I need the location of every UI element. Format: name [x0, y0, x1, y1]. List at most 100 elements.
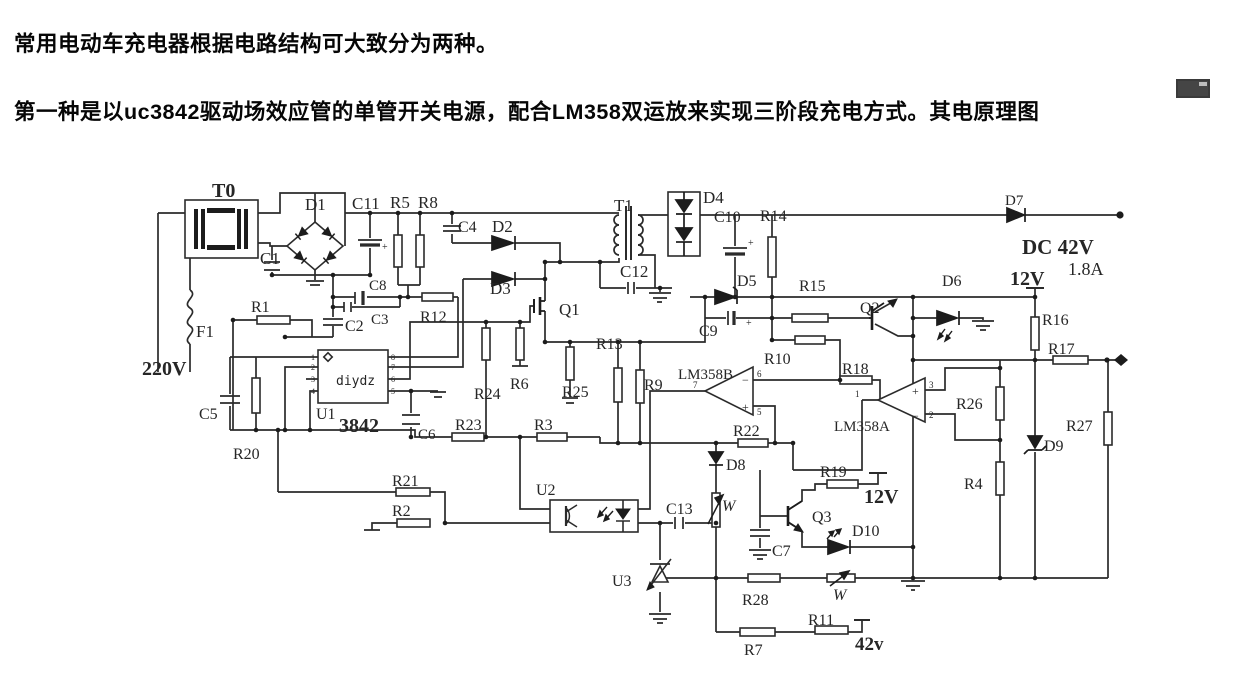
component-label-c2: C2	[345, 318, 364, 335]
component-label-12v: 12V	[1010, 268, 1045, 290]
component-label-r19: R19	[820, 464, 847, 481]
component-label-r12: R12	[420, 309, 447, 326]
component-label-c8: C8	[369, 278, 387, 294]
component-label-d7: D7	[1005, 193, 1024, 209]
component-label-4: 4	[311, 387, 315, 396]
fuse-f1	[186, 289, 194, 345]
component-label-r18: R18	[842, 361, 869, 378]
component-label-7: 7	[693, 380, 698, 390]
component-label-d5: D5	[737, 273, 757, 290]
component-label-d6: D6	[942, 273, 962, 290]
component-label-c4: C4	[458, 219, 477, 236]
component-label-6: 6	[757, 369, 762, 379]
transformer-t1	[613, 206, 644, 260]
component-label-r11: R11	[808, 612, 834, 629]
component-label-r13: R13	[596, 336, 623, 353]
component-label-c13: C13	[666, 501, 693, 518]
component-label-u3: U3	[612, 573, 632, 590]
component-label-7: 7	[391, 363, 395, 372]
component-label-q3: Q3	[812, 509, 832, 526]
component-label-dc-42v: DC 42V	[1022, 235, 1094, 259]
component-label-1.8a: 1.8A	[1068, 259, 1104, 279]
shunt-regulator-u3	[646, 558, 672, 591]
component-label-diydz: diydz	[336, 374, 375, 389]
component-label-r3: R3	[534, 417, 553, 434]
component-label-d9: D9	[1044, 438, 1064, 455]
component-label-t1: T1	[614, 196, 633, 215]
component-label-r23: R23	[455, 417, 482, 434]
component-label-r8: R8	[418, 193, 438, 212]
image-edge-artifact	[1176, 79, 1210, 98]
component-label-+: +	[748, 238, 754, 249]
component-label-2: 2	[311, 363, 315, 372]
component-label-r16: R16	[1042, 312, 1069, 329]
component-label-q1: Q1	[559, 300, 580, 319]
component-label-c6: C6	[418, 427, 436, 443]
component-label-r20: R20	[233, 446, 260, 463]
terminal-symbols	[1104, 211, 1128, 366]
component-label-r28: R28	[742, 592, 769, 609]
component-label-r21: R21	[392, 473, 419, 490]
component-label-+: +	[746, 318, 752, 329]
component-label-r17: R17	[1048, 341, 1075, 358]
component-label-5: 5	[391, 387, 395, 396]
component-label-5: 5	[757, 407, 762, 417]
component-label-u2: U2	[536, 482, 556, 499]
component-label-u1: U1	[316, 406, 336, 423]
led-arrows	[596, 328, 953, 540]
voltage-rail-bars	[854, 287, 1044, 621]
paragraph-intro: 常用电动车充电器根据电路结构可大致分为两种。	[14, 31, 499, 56]
component-label-12v: 12V	[864, 486, 899, 508]
component-label-3: 3	[311, 375, 315, 384]
opamp-lm358a	[876, 376, 926, 424]
paragraph-description: 第一种是以uc3842驱动场效应管的单管开关电源，配合LM358双运放来实现三阶…	[14, 99, 1040, 124]
component-label-3: 3	[929, 380, 934, 390]
bridge-rectifier-d1	[285, 220, 345, 272]
component-label-+: +	[912, 384, 919, 398]
component-label-r25: R25	[562, 384, 589, 401]
component-label-r24: R24	[474, 386, 501, 403]
component-label-8: 8	[391, 353, 395, 362]
component-label-c5: C5	[199, 406, 218, 423]
component-label-−: −	[912, 409, 919, 423]
component-label-q2: Q2	[860, 300, 880, 317]
component-label-r26: R26	[956, 396, 983, 413]
component-label-r14: R14	[760, 208, 787, 225]
component-label-lm358a: LM358A	[834, 419, 890, 435]
component-label-c1: C1	[260, 249, 280, 268]
component-label-220v: 220V	[142, 358, 187, 380]
component-label-r22: R22	[733, 423, 760, 440]
optocoupler-internals	[564, 500, 631, 532]
potentiometer-arrows	[707, 493, 851, 587]
component-label-c12: C12	[620, 262, 648, 281]
component-label-d4: D4	[703, 188, 724, 207]
transistor-symbols	[533, 297, 898, 533]
component-label-d8: D8	[726, 457, 746, 474]
component-label-c7: C7	[772, 543, 791, 560]
component-label-t0: T0	[212, 180, 235, 202]
component-label-42v: 42v	[855, 634, 884, 655]
junction-dots	[230, 210, 1038, 581]
component-label-c3: C3	[371, 312, 389, 328]
component-label-3842: 3842	[339, 415, 379, 437]
component-label-w: W	[833, 587, 848, 604]
component-label-r7: R7	[744, 642, 763, 659]
resistor-symbols	[251, 234, 1113, 637]
component-label-r1: R1	[251, 299, 270, 316]
ic-notch-icon	[322, 351, 334, 363]
component-label-2: 2	[929, 410, 934, 420]
component-label-1: 1	[855, 389, 860, 399]
component-label-d10: D10	[852, 523, 880, 540]
component-label-6: 6	[391, 375, 395, 384]
component-label-d1: D1	[305, 195, 326, 214]
component-label-r9: R9	[644, 377, 663, 394]
ground-symbols	[306, 280, 1044, 624]
component-label-c10: C10	[714, 209, 741, 226]
component-label-r6: R6	[510, 376, 529, 393]
component-label-+: +	[742, 400, 749, 414]
component-label-1: 1	[311, 353, 315, 362]
component-label-r10: R10	[764, 351, 791, 368]
